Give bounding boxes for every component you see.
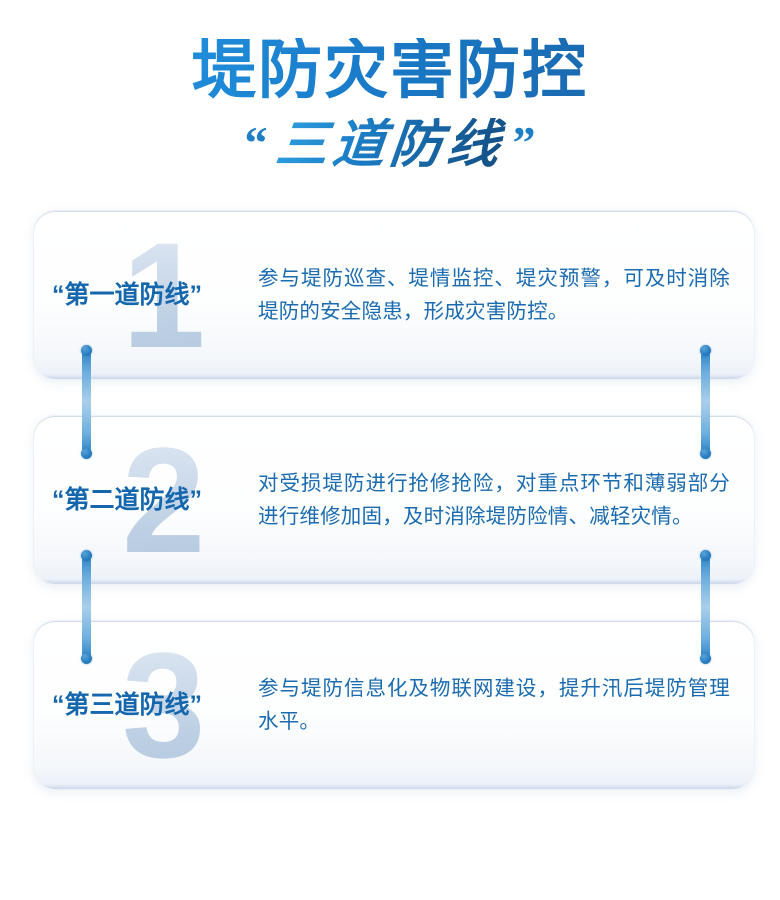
page-title: 堤防灾害防控: [0, 38, 780, 102]
defense-line-card-stack: 1 “第一道防线” 参与堤防巡查、堤情监控、堤灾预警，可及时消除堤防的安全隐患，…: [0, 205, 780, 805]
card-body-text: 参与堤防巡查、堤情监控、堤灾预警，可及时消除堤防的安全隐患，形成灾害防控。: [258, 266, 730, 323]
card-body-text: 参与堤防信息化及物联网建设，提升汛后堤防管理水平。: [258, 676, 730, 733]
card-label: “第二道防线”: [52, 486, 203, 514]
header: 堤防灾害防控 “ 三道防线 ”: [0, 0, 780, 205]
card-content: 3 “第三道防线” 参与堤防信息化及物联网建设，提升汛后堤防管理水平。: [34, 621, 754, 789]
defense-line-card[interactable]: 2 “第二道防线” 对受损堤防进行抢修抢险，对重点环节和薄弱部分进行维修加固，及…: [33, 415, 755, 585]
card-label: “第三道防线”: [52, 691, 203, 719]
subtitle-group: “ 三道防线 ”: [0, 114, 780, 175]
card-content: 2 “第二道防线” 对受损堤防进行抢修抢险，对重点环节和薄弱部分进行维修加固，及…: [34, 416, 754, 584]
open-quote-icon: “: [244, 117, 268, 168]
card-body-text: 对受损堤防进行抢修抢险，对重点环节和薄弱部分进行维修加固，及时消除堤防险情、减轻…: [258, 471, 730, 528]
page-subtitle: 三道防线: [272, 114, 508, 175]
close-quote-icon: ”: [512, 117, 536, 168]
card-content: 1 “第一道防线” 参与堤防巡查、堤情监控、堤灾预警，可及时消除堤防的安全隐患，…: [34, 211, 754, 379]
card-label: “第一道防线”: [52, 281, 203, 309]
defense-line-card[interactable]: 3 “第三道防线” 参与堤防信息化及物联网建设，提升汛后堤防管理水平。: [33, 620, 755, 790]
defense-line-card[interactable]: 1 “第一道防线” 参与堤防巡查、堤情监控、堤灾预警，可及时消除堤防的安全隐患，…: [33, 210, 755, 380]
